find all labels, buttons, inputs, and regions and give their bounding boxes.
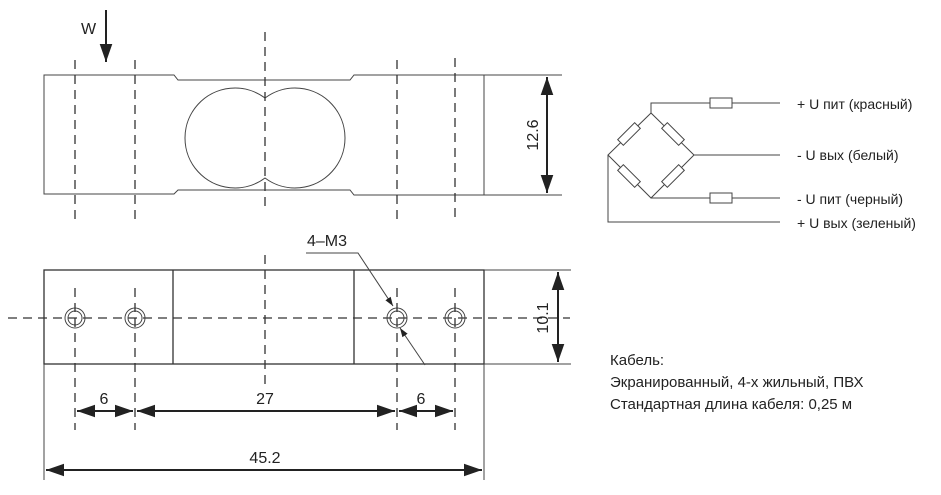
wire-label: + U вых (зеленый): [797, 215, 916, 231]
dim-total: 45.2: [249, 450, 280, 467]
bottom-view: 4–M3 10.1 6 27 6 45.2: [8, 233, 571, 480]
thread-label: 4–M3: [307, 233, 347, 250]
dim-middle: 27: [256, 391, 274, 408]
mounting-holes: [64, 288, 466, 430]
cable-info: Кабель: Экранированный, 4-х жильный, ПВХ…: [610, 350, 863, 416]
strain-gauge-bore: [184, 87, 346, 189]
bridge-circuit: + U пит (красный) - U вых (белый) - U пи…: [607, 96, 916, 231]
cable-length: Стандартная длина кабеля: 0,25 м: [610, 396, 853, 413]
dim-right: 6: [417, 391, 426, 408]
top-centerlines: [74, 32, 456, 222]
top-view-body-outline: [43, 74, 485, 196]
wire-label: - U вых (белый): [797, 147, 899, 163]
height-dim-bottom: 10.1: [535, 302, 552, 333]
dim-left: 6: [100, 391, 109, 408]
load-label: W: [81, 21, 97, 38]
height-dim-top: 12.6: [525, 119, 542, 150]
wire-label: - U пит (черный): [797, 191, 903, 207]
wire-label: + U пит (красный): [797, 96, 912, 112]
bottom-view-body: [43, 269, 485, 365]
cable-title: Кабель:: [610, 352, 665, 369]
cable-spec: Экранированный, 4-х жильный, ПВХ: [610, 374, 864, 391]
top-view: W 12.6: [43, 10, 562, 222]
